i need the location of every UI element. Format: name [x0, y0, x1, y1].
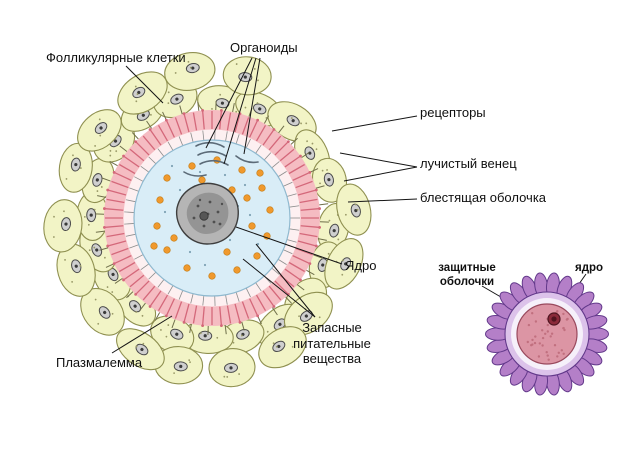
- reserve-nutrient-granule: [153, 222, 161, 230]
- label-inset-nucleus: ядро: [575, 262, 604, 274]
- leader-organoids-2: [223, 57, 257, 165]
- reserve-nutrient-granule: [243, 194, 251, 202]
- leader-follicular: [125, 65, 164, 104]
- follicular-cell: [222, 56, 272, 96]
- reserve-nutrient-granule: [208, 272, 216, 280]
- label-zona-pellucida: блестящая оболочка: [420, 190, 547, 205]
- label-protective-line2: оболочки: [439, 275, 495, 288]
- label-reserve-line1: Запасные: [302, 320, 362, 335]
- organoid-squiggle: [235, 155, 259, 164]
- reserve-nutrient-granule: [198, 176, 206, 184]
- label-follicular-cells: Фолликулярные клетки: [46, 50, 186, 65]
- label-reserve-line2: питательные: [293, 335, 371, 351]
- follicular-cell: [150, 315, 195, 354]
- follicular-cell: [324, 238, 364, 290]
- follicular-cell: [154, 346, 204, 385]
- nucleolus: [199, 211, 209, 221]
- reserve-nutrient-granule: [256, 169, 264, 177]
- reserve-nutrient-granule: [163, 246, 171, 254]
- reserve-nutrient-granule: [266, 206, 274, 214]
- follicular-cell: [56, 243, 96, 297]
- reserve-nutrient-granule: [258, 184, 266, 192]
- reserve-nutrient-granule: [156, 196, 164, 204]
- label-receptors: рецепторы: [420, 105, 486, 120]
- leader-reserve-1: [255, 243, 316, 318]
- leader-plasmalemma: [111, 315, 173, 354]
- reserve-nutrient-granule: [183, 264, 191, 272]
- label-organoids: Органоиды: [230, 40, 298, 55]
- reserve-nutrient-granule: [170, 234, 178, 242]
- label-reserve-line3: вещества: [302, 351, 362, 367]
- organoid-squiggle: [195, 141, 225, 148]
- leader-receptors: [331, 115, 418, 132]
- reserve-nutrient-granule: [223, 248, 231, 256]
- leader-corona-2: [343, 166, 418, 182]
- label-protective-membranes: защитные оболочки: [434, 262, 500, 290]
- reserve-nutrient-granule: [253, 252, 261, 260]
- follicular-cell: [208, 348, 256, 388]
- follicular-cell: [116, 328, 165, 371]
- leader-nucleus: [235, 226, 343, 265]
- organoids-structures: [183, 141, 259, 177]
- follicular-cells-layer: [43, 52, 372, 388]
- label-plasmalemma: Плазмалемма: [56, 355, 143, 370]
- corona-radiata-layer: [103, 109, 321, 327]
- organoid-squiggle: [197, 150, 227, 157]
- reserve-nutrient-granule: [248, 222, 256, 230]
- leader-lines: [111, 57, 587, 354]
- leader-organoids-1: [205, 57, 253, 149]
- receptor-spikes-layer: [95, 101, 329, 335]
- label-nucleus: Ядро: [345, 258, 377, 273]
- follicular-cell: [164, 52, 216, 91]
- reserve-nutrient-granule: [150, 242, 158, 250]
- organoid-squiggle: [183, 171, 207, 177]
- reserve-nutrient-granule: [238, 166, 246, 174]
- leader-reserve-2: [242, 258, 316, 318]
- inset-cell-diagram: [485, 272, 609, 396]
- follicular-cell: [58, 142, 93, 193]
- leader-organoids-3: [243, 57, 261, 155]
- label-reserve-nutrients: Запасные питательные вещества: [278, 320, 386, 367]
- follicular-cell: [336, 183, 372, 236]
- follicular-cell: [258, 326, 307, 369]
- nucleus-structure: [175, 182, 239, 245]
- follicular-cell: [43, 199, 83, 253]
- leader-zona: [347, 198, 418, 203]
- leader-corona-1: [339, 152, 418, 168]
- inset-cell-body: [516, 303, 578, 365]
- reserve-nutrient-granule: [163, 174, 171, 182]
- follicular-cell: [77, 109, 122, 152]
- nucleus-chromatin-speckles: [192, 198, 224, 228]
- follicular-cell: [80, 287, 125, 336]
- reserve-nutrient-granule: [233, 266, 241, 274]
- follicular-cell: [284, 291, 333, 336]
- organoid-squiggle: [199, 159, 229, 166]
- reserve-nutrient-granule: [188, 162, 196, 170]
- label-protective-line1: защитные: [438, 262, 496, 274]
- label-corona-radiata: лучистый венец: [420, 156, 517, 171]
